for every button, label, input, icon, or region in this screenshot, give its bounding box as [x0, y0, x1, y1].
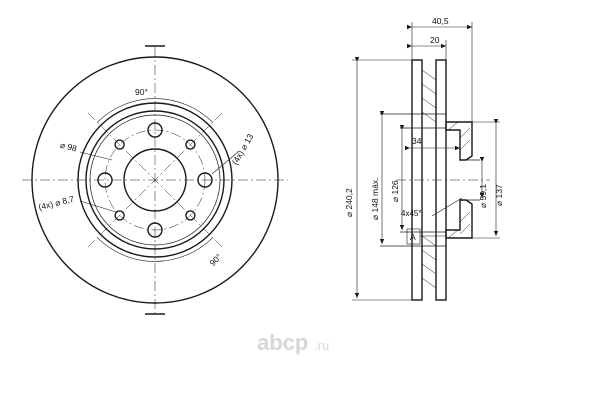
hat-section-upper — [445, 121, 473, 161]
small-hole — [114, 139, 125, 150]
hat-section-lower — [445, 199, 473, 239]
side-view: 40,5 20 34 ⌀ 240,2 ⌀ 148 máx. ⌀ 126 ⌀ 59… — [344, 16, 504, 301]
bolt-hole — [197, 172, 213, 188]
angle-top-label: 90° — [135, 87, 148, 97]
small-hole — [185, 139, 196, 150]
datum-box — [406, 228, 421, 245]
watermark: abcp .ru — [257, 330, 329, 355]
bolt-holes-label: (4x) ⌀ 13 — [230, 132, 256, 167]
hub-depth-label: 34 — [412, 136, 422, 146]
front-view: 90° 90° ⌀ 98 (4x) ⌀ 13 (4x) ⌀ 8,7 — [22, 45, 288, 315]
bolt-hole — [147, 122, 163, 138]
pcd-leader — [79, 151, 113, 161]
watermark-tld: .ru — [314, 338, 329, 353]
chamfer-label: 4x45° — [401, 209, 422, 218]
chamfer-leader — [431, 197, 463, 217]
small-hole — [185, 210, 196, 221]
centerline-diag-2 — [87, 112, 223, 248]
braking-max-label: ⌀ 148 máx. — [370, 178, 380, 220]
datum-label: A — [410, 232, 416, 242]
watermark-brand: abcp — [257, 330, 308, 355]
hat-hatching — [447, 121, 471, 239]
width-total-label: 40,5 — [432, 16, 449, 26]
angle-arc-bottom — [97, 237, 213, 262]
bolt-hole — [147, 222, 163, 238]
outer-diameter-label: ⌀ 240,2 — [344, 188, 354, 217]
inner-diameter-label: ⌀ 126 — [390, 180, 400, 202]
width-disc-label: 20 — [430, 35, 440, 45]
cooling-vanes — [421, 69, 437, 289]
hat-diameter-label: ⌀ 137 — [494, 184, 504, 206]
bolt-hole — [97, 172, 113, 188]
angle-bottom-label: 90° — [208, 252, 224, 268]
center-bore-label: ⌀ 59,1 — [478, 184, 488, 208]
bolt-holes-leader — [211, 151, 239, 175]
pcd-label: ⌀ 98 — [59, 140, 78, 154]
small-hole — [114, 210, 125, 221]
hub-holes-leader — [79, 200, 117, 213]
angle-arc-top — [97, 98, 213, 123]
hub-holes-label: (4x) ⌀ 8,7 — [37, 194, 75, 213]
